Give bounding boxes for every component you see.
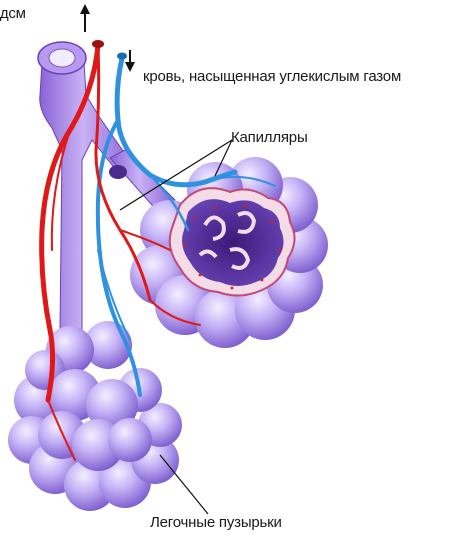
co2-blood-label: кровь, насыщенная углекислым газом	[143, 66, 463, 88]
vein-opening	[117, 53, 127, 60]
alveoli-label: Легочные пузырьки	[150, 513, 282, 533]
capillaries-label: Капилляры	[231, 128, 308, 148]
oxygen-label-fragment: одсм	[0, 4, 26, 24]
up-arrow-icon	[80, 4, 90, 32]
artery-opening	[92, 40, 104, 48]
down-arrow-icon	[125, 50, 135, 72]
alveoli-pointer	[160, 455, 208, 514]
alveoli-cluster	[8, 321, 182, 511]
